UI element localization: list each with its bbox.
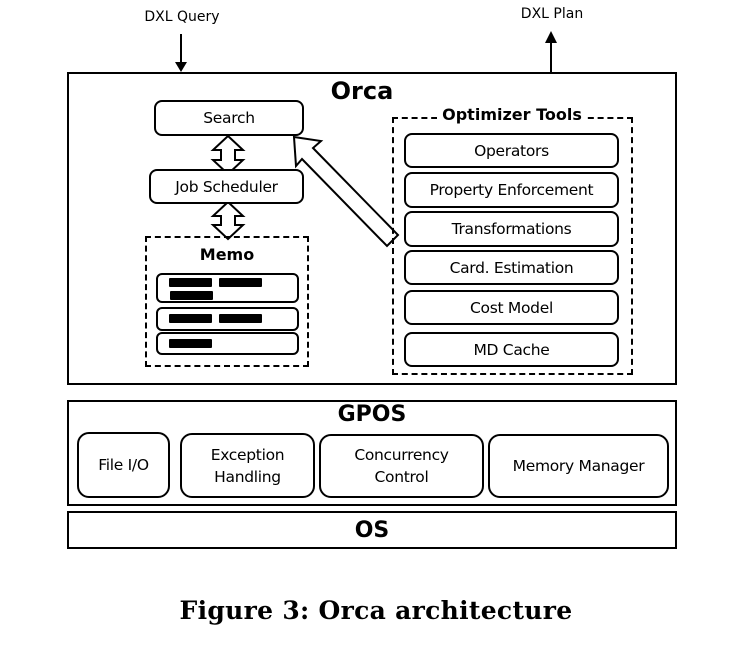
gpos-memory-manager: Memory Manager xyxy=(488,434,669,498)
tool-operators: Operators xyxy=(404,133,619,168)
gpos-exception-handling-line2: Handling xyxy=(214,467,281,486)
gpos-concurrency-control: Concurrency Control xyxy=(319,434,484,498)
dxl-query-arrow xyxy=(175,34,187,72)
gpos-file-io-label: File I/O xyxy=(98,456,149,474)
tool-cost-model: Cost Model xyxy=(404,290,619,325)
optimizer-tools-title: Optimizer Tools xyxy=(437,105,587,124)
scheduler-memo-double-arrow xyxy=(210,200,246,241)
figure-caption: Figure 3: Orca architecture xyxy=(179,596,573,625)
os-box: OS xyxy=(67,511,677,549)
search-box: Search xyxy=(154,100,304,136)
gpos-file-io: File I/O xyxy=(77,432,170,498)
gpos-title: GPOS xyxy=(337,402,407,427)
tool-md-cache: MD Cache xyxy=(404,332,619,367)
memo-expression-bar xyxy=(169,314,212,323)
orca-box xyxy=(67,72,677,385)
memo-expression-bar xyxy=(219,278,262,287)
memo-group-1 xyxy=(156,273,299,303)
gpos-exception-handling: Exception Handling xyxy=(180,433,315,498)
gpos-concurrency-control-line2: Control xyxy=(374,468,429,486)
dxl-plan-arrow xyxy=(545,31,557,72)
tool-card-estimation: Card. Estimation xyxy=(404,250,619,285)
memo-expression-bar xyxy=(219,314,262,323)
memo-group-3 xyxy=(156,332,299,355)
gpos-exception-handling-line1: Exception xyxy=(210,445,285,464)
memo-expression-bar xyxy=(169,278,212,287)
orca-title: Orca xyxy=(330,77,394,105)
job-scheduler-box: Job Scheduler xyxy=(149,169,304,204)
dxl-plan-label: DXL Plan xyxy=(520,6,584,22)
memo-expression-bar xyxy=(170,291,213,300)
gpos-concurrency-control-line1: Concurrency xyxy=(354,446,449,464)
memo-container xyxy=(145,236,309,367)
memo-group-2 xyxy=(156,307,299,331)
dxl-query-label: DXL Query xyxy=(144,9,220,25)
tool-property-enforcement: Property Enforcement xyxy=(404,172,619,208)
memo-title: Memo xyxy=(199,245,255,264)
tool-transformations: Transformations xyxy=(404,211,619,247)
memo-expression-bar xyxy=(169,339,212,348)
gpos-box xyxy=(67,400,677,506)
